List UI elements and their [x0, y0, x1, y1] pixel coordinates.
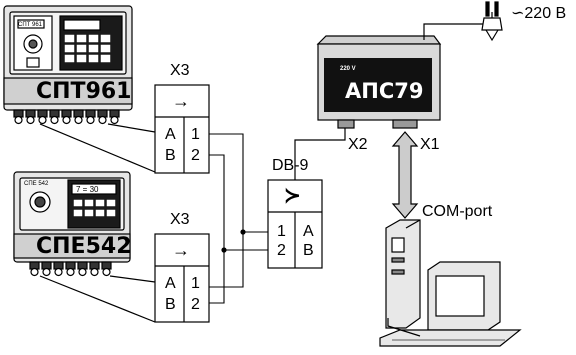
db9-left-2: 2 [277, 242, 286, 259]
x3-bottom-label: X3 [170, 211, 190, 228]
bus-junctions [221, 229, 246, 253]
x3-bottom-left-a: A [165, 275, 176, 292]
x3-bottom-arrow-icon: → [172, 240, 190, 260]
x3-bottom-right-1: 1 [191, 275, 200, 292]
device-cables [39, 123, 156, 323]
aps79-voltage-mark: 220 V [340, 66, 356, 72]
power-label: ∽220 В [511, 6, 566, 22]
db9-connector-icon: ≻ [284, 185, 301, 207]
x3-top-right-2: 2 [191, 147, 200, 164]
db9-label: DB-9 [272, 157, 309, 174]
x2-cable [294, 122, 346, 180]
power-cord [423, 1, 503, 42]
aps79-x2-label: X2 [348, 136, 368, 153]
spt961-device [3, 5, 133, 125]
spe542-panel-mark: СПЕ 542 [24, 181, 49, 187]
pc [379, 219, 522, 347]
spe542-display: 7 = 30 [76, 185, 99, 194]
db9-right-b: B [303, 242, 314, 259]
x3-top-left-b: B [165, 147, 176, 164]
spe542-device [13, 171, 131, 277]
ac-icon: ∽ [511, 5, 525, 22]
x3-bottom-left-b: B [165, 296, 176, 313]
x3-top-right-1: 1 [191, 126, 200, 143]
db9-left-1: 1 [277, 223, 286, 240]
db9-right-a: A [303, 223, 314, 240]
spe542-name: СПЕ542 [36, 234, 132, 259]
aps79-x1-label: X1 [420, 136, 440, 153]
x1-arrow [391, 131, 419, 219]
power-voltage: 220 В [524, 5, 567, 22]
bus-wires [209, 133, 268, 304]
x3-top-arrow-icon: → [172, 91, 190, 111]
x3-top-label: X3 [170, 62, 190, 79]
x3-bottom-right-2: 2 [191, 296, 200, 313]
spt961-name: СПТ961 [36, 79, 132, 104]
x3-top-block [154, 84, 210, 174]
aps79-name: АПС79 [345, 79, 424, 103]
x3-top-left-a: A [165, 126, 176, 143]
spt961-panel-mark: СПТ 961 [18, 22, 42, 28]
aps79-device [316, 35, 442, 129]
x3-bottom-block [154, 233, 210, 323]
com-port-label: COM-port [422, 203, 493, 220]
